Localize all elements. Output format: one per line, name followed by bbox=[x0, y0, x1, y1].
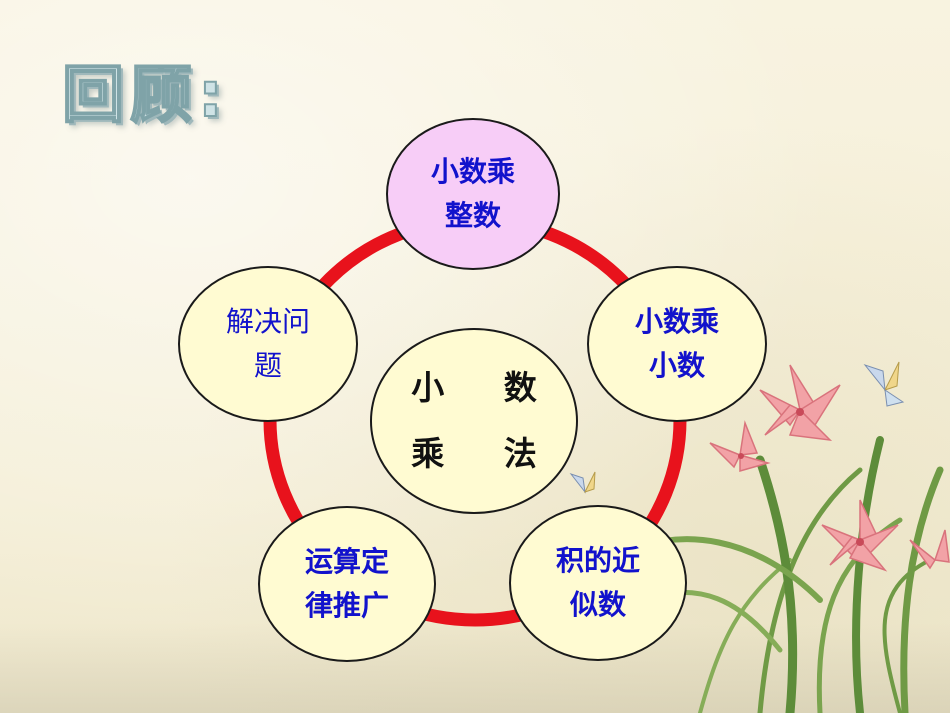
butterfly-icon bbox=[863, 361, 905, 407]
center-label: 小 数 乘 法 bbox=[411, 368, 561, 473]
center-node-decimal-multiplication: 小 数 乘 法 bbox=[370, 328, 578, 514]
node-product-approximation: 积的近 似数 bbox=[509, 505, 687, 661]
node-label: 小数乘 整数 bbox=[430, 155, 515, 232]
node-label: 解决问 题 bbox=[225, 305, 310, 382]
node-label: 运算定 律推广 bbox=[304, 545, 389, 622]
node-law-extension: 运算定 律推广 bbox=[258, 506, 436, 662]
node-problem-solving: 解决问 题 bbox=[178, 266, 358, 422]
node-label: 小数乘 小数 bbox=[634, 305, 719, 382]
slide-title: 回顾: bbox=[61, 57, 229, 132]
node-decimal-times-decimal: 小数乘 小数 bbox=[587, 266, 767, 422]
node-label: 积的近 似数 bbox=[555, 544, 640, 621]
node-decimal-times-integer: 小数乘 整数 bbox=[386, 118, 560, 270]
